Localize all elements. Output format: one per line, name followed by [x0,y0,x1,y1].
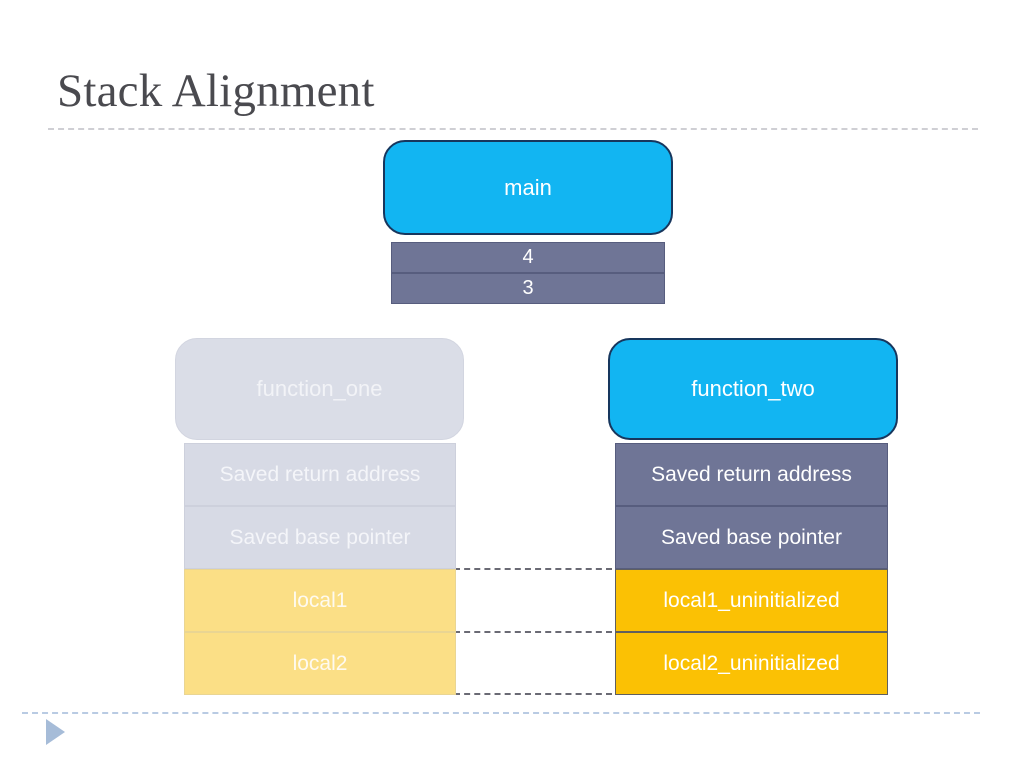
stack-slot-function-two-0-label: Saved return address [651,462,852,486]
title-divider [48,128,978,130]
stack-slot-function-two-3[interactable]: local2_uninitialized [615,632,888,695]
connector-stack-bottom [454,693,612,695]
connector-local2 [454,631,612,633]
stack-slot-main-1-label: 3 [522,277,534,299]
frame-header-function-two-label: function_two [691,376,815,401]
frame-header-function-one-label: function_one [256,376,383,401]
stack-slot-function-one-2-label: local1 [292,588,348,612]
stack-slot-function-two-1-label: Saved base pointer [661,525,842,549]
frame-header-function-one[interactable]: function_one [175,338,464,440]
connector-local1 [454,568,612,570]
footer-divider [22,712,980,714]
stack-slot-function-two-0[interactable]: Saved return address [615,443,888,506]
stack-slot-function-one-3-label: local2 [292,651,348,675]
frame-header-main-label: main [504,174,552,200]
stack-slot-function-two-1[interactable]: Saved base pointer [615,506,888,569]
stack-slot-function-one-2[interactable]: local1 [184,569,456,632]
stack-slot-function-one-3[interactable]: local2 [184,632,456,695]
stack-slot-function-one-0-label: Saved return address [219,462,421,486]
page-title: Stack Alignment [57,65,375,117]
stack-slot-main-1[interactable]: 3 [391,273,665,304]
stack-slot-function-one-1[interactable]: Saved base pointer [184,506,456,569]
frame-header-main[interactable]: main [383,140,673,235]
stack-slot-function-two-3-label: local2_uninitialized [663,651,840,675]
stack-slot-function-two-2[interactable]: local1_uninitialized [615,569,888,632]
frame-header-function-two[interactable]: function_two [608,338,898,440]
stack-slot-function-one-1-label: Saved base pointer [229,525,411,549]
stack-slot-function-one-0[interactable]: Saved return address [184,443,456,506]
stack-slot-function-two-2-label: local1_uninitialized [663,588,840,612]
play-triangle-icon[interactable] [46,719,65,745]
stack-slot-main-0[interactable]: 4 [391,242,665,273]
stack-slot-main-0-label: 4 [522,246,534,268]
